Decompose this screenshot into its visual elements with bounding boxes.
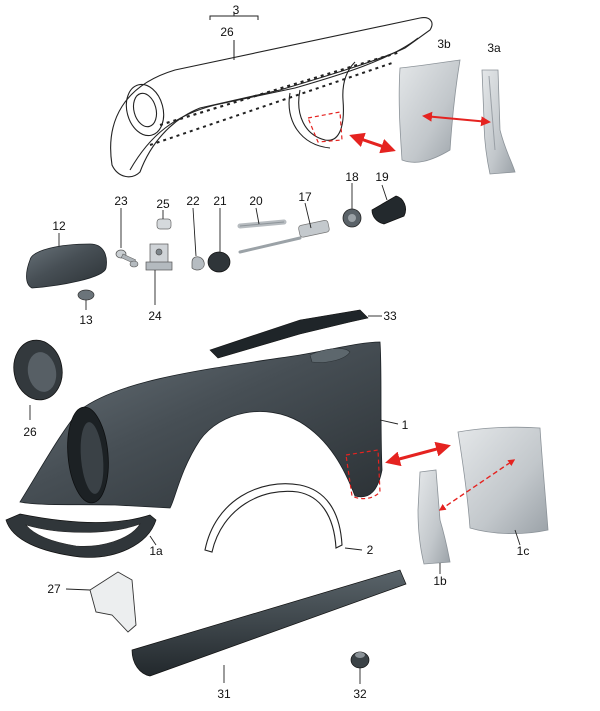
repair-section-outline-top bbox=[307, 111, 343, 143]
label-33: 33 bbox=[383, 309, 397, 323]
mirror-12 bbox=[26, 243, 107, 289]
bolt-23 bbox=[115, 249, 139, 268]
bushing-25 bbox=[156, 218, 172, 230]
nut-18 bbox=[342, 208, 362, 228]
label-27: 27 bbox=[47, 582, 61, 596]
label-24: 24 bbox=[148, 309, 162, 323]
label-20: 20 bbox=[249, 194, 263, 208]
repair-panel-3b bbox=[398, 59, 461, 163]
label-18: 18 bbox=[345, 170, 359, 184]
grommet-21 bbox=[207, 251, 231, 273]
label-26: 26 bbox=[23, 425, 37, 439]
label-1c: 1c bbox=[516, 544, 530, 558]
leader-lines-small bbox=[58, 183, 388, 310]
label-12: 12 bbox=[52, 219, 66, 233]
rocker-panel-31 bbox=[131, 569, 407, 677]
label-17: 17 bbox=[298, 190, 312, 204]
arrow-top-left bbox=[349, 132, 396, 154]
label-2: 2 bbox=[366, 543, 374, 557]
inner-fender-line-drawing bbox=[110, 17, 433, 178]
label-25: 25 bbox=[156, 197, 170, 211]
headlight-bucket-26 bbox=[13, 339, 63, 401]
cap-19 bbox=[371, 195, 406, 225]
label-22: 22 bbox=[186, 194, 200, 208]
label-21: 21 bbox=[213, 194, 227, 208]
callout-bracket-3 bbox=[209, 12, 259, 60]
rod-17 bbox=[238, 219, 330, 254]
repair-panel-1c bbox=[457, 426, 549, 535]
label-3: 3 bbox=[232, 3, 240, 17]
washer-22 bbox=[191, 256, 205, 271]
label-13: 13 bbox=[79, 313, 93, 327]
label-19: 19 bbox=[375, 170, 389, 184]
label-1a: 1a bbox=[149, 544, 163, 558]
bracket-24 bbox=[145, 243, 173, 271]
front-fender-1 bbox=[19, 341, 383, 509]
arrow-bottom-right bbox=[438, 459, 516, 511]
label-3b: 3b bbox=[437, 37, 451, 51]
arrow-bottom-left bbox=[385, 441, 451, 467]
grommet-32 bbox=[350, 651, 370, 669]
label-26-top: 26 bbox=[220, 25, 234, 39]
arrow-top-right bbox=[422, 111, 491, 127]
label-23: 23 bbox=[114, 194, 128, 208]
clip-13 bbox=[77, 289, 95, 301]
trim-strip-33 bbox=[209, 309, 369, 359]
label-1: 1 bbox=[401, 418, 409, 432]
label-31: 31 bbox=[217, 687, 231, 701]
repair-strip-1b bbox=[417, 469, 451, 565]
bracket-27 bbox=[89, 571, 137, 633]
label-3a: 3a bbox=[487, 41, 501, 55]
wheel-arch-trim-2 bbox=[204, 483, 343, 553]
label-32: 32 bbox=[353, 687, 367, 701]
label-1b: 1b bbox=[433, 574, 447, 588]
